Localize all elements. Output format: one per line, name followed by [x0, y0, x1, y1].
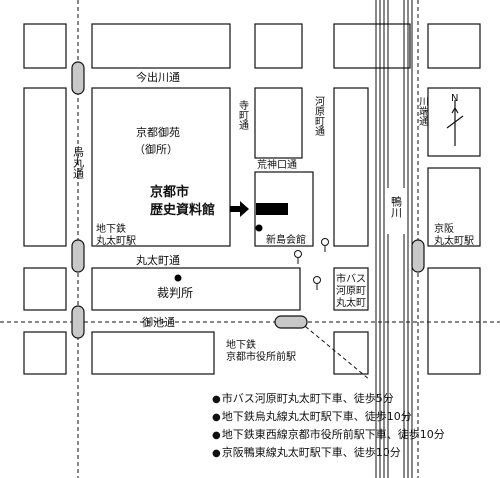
block: [427, 87, 481, 157]
street-oike: 御池通: [142, 315, 175, 329]
block: [254, 23, 303, 69]
street-imadegawa: 今出川通: [136, 70, 180, 84]
block: [91, 23, 231, 69]
direction-item: 京阪鴨東線丸太町駅下車、徒歩10分: [212, 444, 445, 462]
marutamachi-station-icon: [71, 239, 85, 273]
bus-stop-line2: 河原町: [336, 285, 366, 297]
bus-stop-line3: 丸太町: [336, 296, 366, 309]
block: [91, 87, 231, 247]
block: [333, 331, 369, 375]
keihan-marutamachi-station-icon: [411, 239, 425, 273]
street-kawabata: 川端通: [417, 96, 429, 126]
direction-item: 市バス河原町丸太町下車、徒歩5分: [212, 390, 445, 408]
street-teramachi: 寺町通: [237, 100, 249, 130]
museum-arrow-icon: [230, 201, 249, 217]
street-marutamachi: 丸太町通: [136, 254, 180, 267]
block: [23, 87, 67, 247]
block: [91, 267, 301, 311]
bus-stop-icons: [294, 238, 329, 290]
shiyakusho-west-station-icon: [71, 305, 85, 339]
saibansho-label: 裁判所: [157, 286, 193, 300]
block: [91, 331, 215, 375]
shiyakusho-station-icon: [274, 315, 308, 329]
direction-item: 地下鉄東西線京都市役所前駅下車、徒歩10分: [212, 426, 445, 444]
direction-item: 地下鉄烏丸線丸太町駅下車、徒歩10分: [212, 408, 445, 426]
compass-label: N: [451, 93, 458, 104]
kamogawa-label: 鴨川: [390, 195, 403, 218]
subway-marutamachi-line1: 地下鉄: [96, 222, 126, 235]
block: [23, 331, 67, 375]
shinjima-dot-icon: [255, 224, 263, 232]
keihan-marutamachi-line1: 京阪: [434, 222, 454, 235]
block: [23, 267, 67, 311]
subway-marutamachi-line2: 丸太町駅: [96, 234, 136, 247]
saibansho-dot-icon: [174, 274, 182, 282]
block: [23, 23, 67, 69]
north-arrow-icon: [446, 100, 464, 146]
station-leader-line: [299, 321, 371, 381]
shinjima-label: 新島会館: [266, 233, 306, 246]
block: [333, 267, 369, 311]
street-kawaramachi: 河原町通: [313, 96, 325, 136]
block: [254, 87, 303, 159]
subway-shiyakusho-line1: 地下鉄: [226, 338, 256, 351]
block: [427, 267, 481, 375]
street-karasuma: 烏丸通: [72, 145, 85, 179]
museum-marker: [256, 203, 288, 215]
block: [427, 23, 481, 69]
block: [427, 167, 481, 247]
access-directions: 市バス河原町丸太町下車、徒歩5分 地下鉄烏丸線丸太町駅下車、徒歩10分 地下鉄東…: [212, 390, 445, 462]
imadegawa-station-icon: [71, 61, 85, 95]
subway-shiyakusho-line2: 京都市役所前駅: [226, 350, 296, 363]
museum-name-line2: 歴史資料館: [150, 202, 215, 218]
gyoen-sub-label: （御所）: [134, 142, 178, 156]
street-kojinguchi: 荒神口通: [257, 158, 297, 171]
city-blocks: [23, 23, 481, 375]
bus-stop-line1: 市バス: [336, 272, 366, 285]
block: [333, 23, 411, 69]
gyoen-label: 京都御苑: [136, 125, 180, 139]
block: [333, 87, 369, 247]
keihan-marutamachi-line2: 丸太町駅: [434, 234, 474, 247]
station-markers: [71, 61, 425, 339]
museum-name-line1: 京都市: [150, 184, 189, 200]
